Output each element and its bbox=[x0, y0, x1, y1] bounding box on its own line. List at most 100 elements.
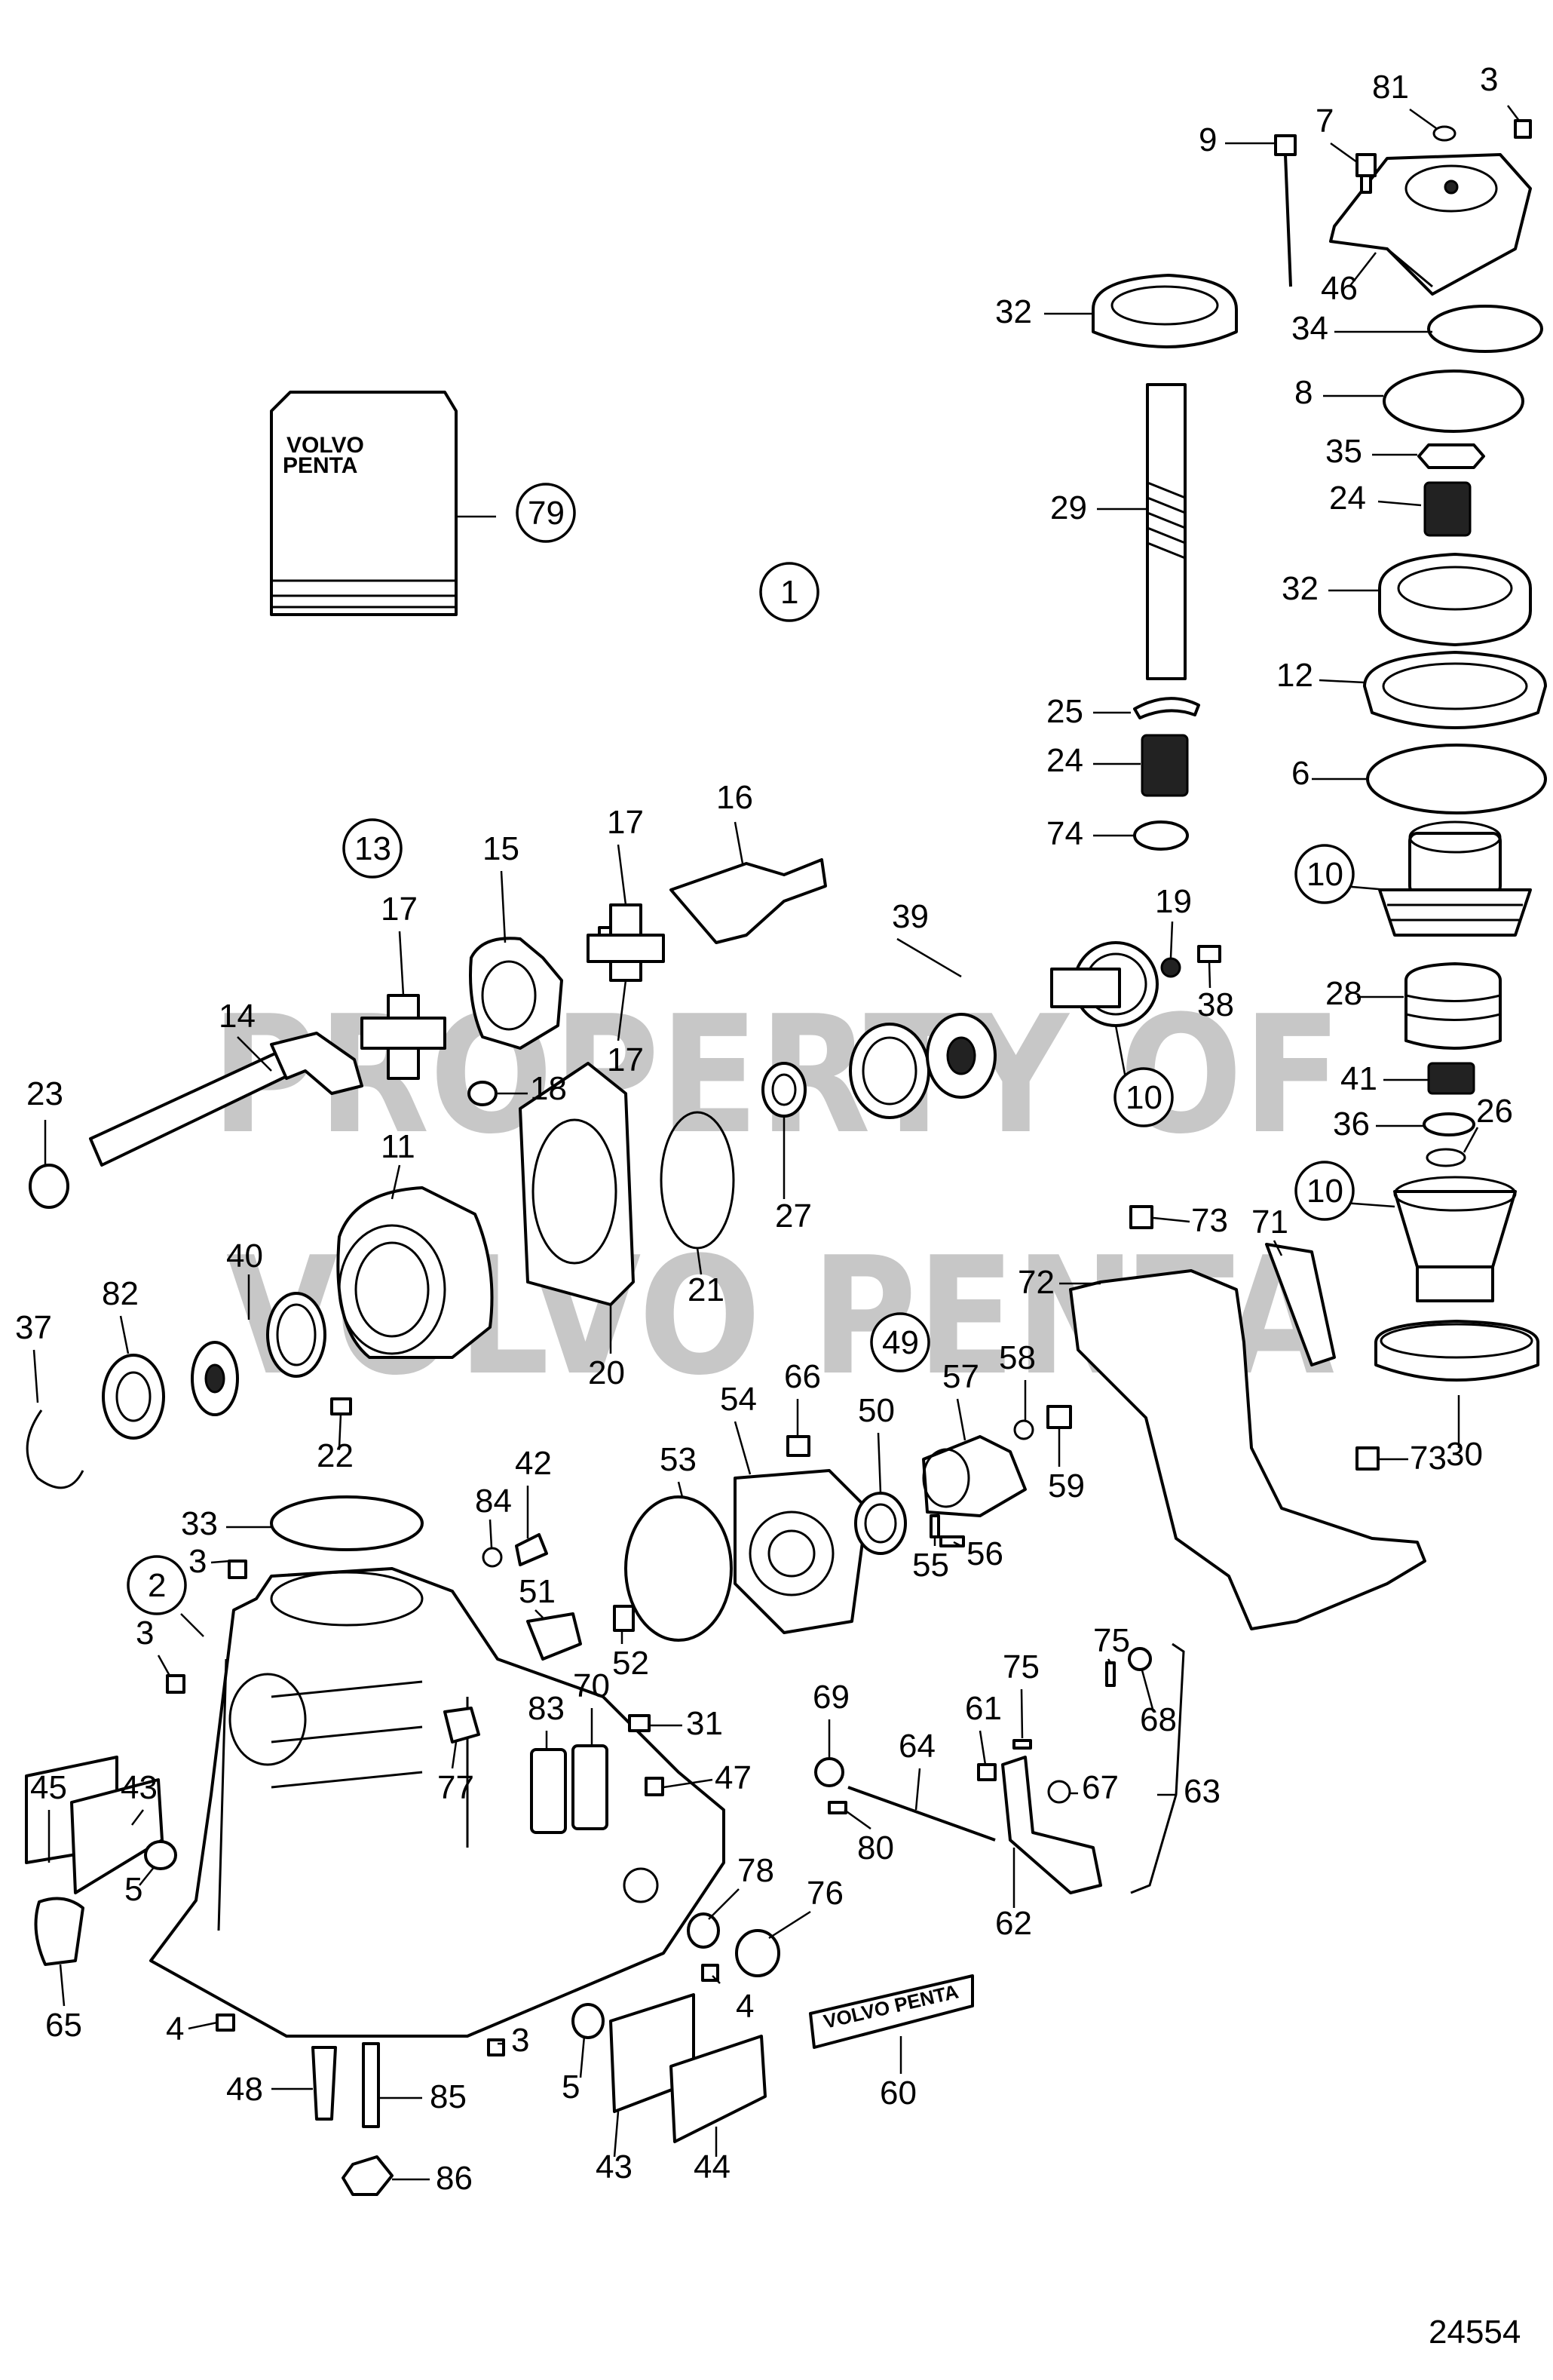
bolt-7 bbox=[1355, 153, 1377, 177]
callout-label: 57 bbox=[942, 1358, 979, 1395]
callout-label: 86 bbox=[436, 2160, 473, 2197]
callout-label: 29 bbox=[1050, 489, 1087, 526]
callout-label: 34 bbox=[1291, 310, 1328, 347]
callout-label: 10 bbox=[1306, 856, 1343, 893]
callout-label: 55 bbox=[912, 1547, 949, 1584]
yoke-15 bbox=[469, 937, 563, 1050]
stud-85 bbox=[362, 2042, 380, 2128]
callout-label: 38 bbox=[1197, 986, 1234, 1023]
bearing-cup-32-lower bbox=[1378, 553, 1532, 646]
callout-label: 84 bbox=[475, 1483, 512, 1520]
main-housing-2 bbox=[149, 1567, 725, 2038]
bolt-22 bbox=[330, 1397, 352, 1415]
callout-label: 20 bbox=[588, 1354, 625, 1391]
washer-67 bbox=[1047, 1780, 1071, 1804]
bracket-62 bbox=[1001, 1756, 1102, 1894]
leader-callout-54-65 bbox=[734, 1421, 752, 1475]
leader-callout-81-94 bbox=[1409, 108, 1437, 130]
callout-label: 81 bbox=[1372, 69, 1409, 106]
leader-callout-16-22 bbox=[734, 821, 744, 864]
gasket-53 bbox=[624, 1495, 733, 1642]
callout-label: 12 bbox=[1276, 657, 1313, 694]
callout-circle-callout-49-60 bbox=[870, 1312, 930, 1372]
shield-72 bbox=[1069, 1269, 1426, 1630]
callout-label: 49 bbox=[882, 1324, 919, 1361]
circlip-18 bbox=[467, 1081, 498, 1106]
nut-19 bbox=[1160, 957, 1181, 978]
bevel-gear-10-upper bbox=[1378, 820, 1532, 937]
seal-82 bbox=[102, 1354, 165, 1440]
callout-label: 58 bbox=[999, 1339, 1036, 1376]
yoke-16 bbox=[669, 858, 827, 944]
leader-callout-11-17 bbox=[391, 1164, 401, 1200]
callout-label: 22 bbox=[317, 1437, 354, 1474]
leader-callout-82-95 bbox=[119, 1315, 130, 1354]
callout-label: 73 bbox=[1410, 1440, 1447, 1477]
callout-label: 46 bbox=[1321, 270, 1358, 307]
callout-label: 36 bbox=[1333, 1106, 1370, 1142]
callout-label: 76 bbox=[807, 1875, 844, 1912]
dipstick bbox=[1274, 134, 1297, 287]
callout-label: 60 bbox=[880, 2075, 917, 2112]
callout-label: 31 bbox=[686, 1705, 723, 1742]
o-ring-6 bbox=[1366, 744, 1547, 814]
callout-circle-callout-13-19 bbox=[342, 818, 403, 879]
callout-label: 26 bbox=[1476, 1093, 1513, 1130]
callout-label: 52 bbox=[612, 1645, 649, 1682]
leader-callout-46-57 bbox=[1349, 252, 1377, 287]
ring-30 bbox=[1374, 1320, 1539, 1382]
callout-label: 33 bbox=[181, 1505, 218, 1542]
leader-callout-43-54 bbox=[613, 2111, 620, 2158]
plug-3-housing bbox=[228, 1560, 247, 1579]
shield-71 bbox=[1265, 1243, 1336, 1366]
cap-76 bbox=[735, 1929, 780, 1977]
callout-label: 65 bbox=[45, 2007, 82, 2044]
rod-63 bbox=[1130, 1642, 1185, 1894]
callout-label: 37 bbox=[15, 1309, 52, 1346]
leader-callout-19-27 bbox=[1169, 921, 1174, 958]
plug-47 bbox=[645, 1777, 664, 1796]
leader-callout-57-68 bbox=[956, 1398, 966, 1441]
leader-callout-53-64 bbox=[677, 1481, 684, 1498]
pin-55 bbox=[930, 1514, 940, 1538]
ring-12 bbox=[1363, 651, 1547, 729]
leader-callout-5-9 bbox=[579, 2035, 586, 2078]
needle-bearing-24-top bbox=[1423, 481, 1472, 537]
bolt-73-upper bbox=[1129, 1205, 1153, 1229]
manual-booklet: VOLVO PENTA bbox=[270, 391, 458, 616]
callout-circle-callout-2-1 bbox=[127, 1555, 187, 1615]
callout-label: 13 bbox=[354, 830, 391, 867]
callout-label: 15 bbox=[482, 830, 519, 867]
bolt-31 bbox=[628, 1714, 651, 1732]
callout-label: 9 bbox=[1199, 121, 1217, 158]
callout-label: 24 bbox=[1329, 480, 1366, 517]
leader-callout-17-25 bbox=[617, 980, 627, 1041]
top-cover bbox=[1329, 153, 1532, 296]
callout-label: 17 bbox=[607, 804, 644, 841]
bushing-41 bbox=[1427, 1062, 1475, 1095]
callout-label: 79 bbox=[528, 495, 565, 532]
screw-42 bbox=[515, 1533, 548, 1566]
callout-label: 41 bbox=[1340, 1060, 1377, 1097]
callout-label: 63 bbox=[1184, 1773, 1221, 1810]
leader-lines bbox=[32, 105, 1520, 2181]
callout-label: 85 bbox=[430, 2078, 467, 2115]
callout-label: 77 bbox=[437, 1769, 474, 1806]
seal-78 bbox=[687, 1912, 720, 1949]
callout-circle-callout-1-0 bbox=[759, 562, 819, 622]
leader-callout-84-97 bbox=[489, 1519, 493, 1548]
callout-circle-callout-10-16 bbox=[1294, 1161, 1355, 1221]
callout-label: 54 bbox=[720, 1381, 757, 1418]
callout-label: 78 bbox=[737, 1852, 774, 1889]
callout-label: 74 bbox=[1046, 815, 1083, 852]
o-ring-34 bbox=[1427, 305, 1543, 353]
leader-callout-68-79 bbox=[1141, 1670, 1155, 1713]
leader-callout-77-90 bbox=[451, 1741, 458, 1769]
leader-callout-71-82 bbox=[1273, 1240, 1283, 1256]
callout-label: 56 bbox=[966, 1535, 1003, 1572]
pin-80 bbox=[828, 1801, 847, 1814]
callout-label: 5 bbox=[562, 2069, 580, 2106]
callout-label: 3 bbox=[511, 2022, 529, 2059]
callout-label: 62 bbox=[995, 1905, 1032, 1942]
leader-callout-26-35 bbox=[1463, 1127, 1479, 1153]
